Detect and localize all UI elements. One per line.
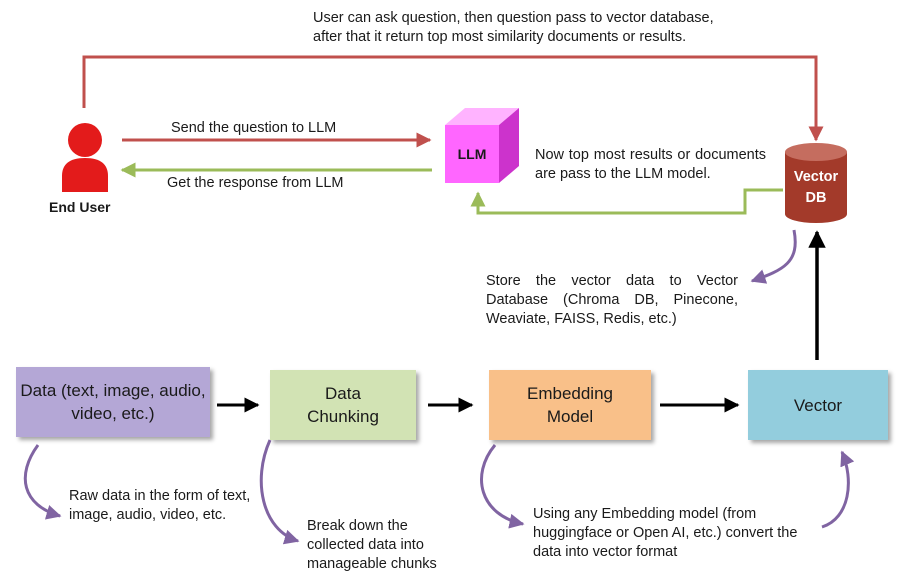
- end-user-label: End User: [49, 199, 111, 215]
- store-note: Store the vector data to Vector Database…: [486, 273, 738, 327]
- data-chunking-box: Data Chunking: [270, 370, 416, 440]
- vector-db-label: Vector DB: [785, 167, 847, 209]
- data-box: Data (text, image, audio, video, etc.): [16, 367, 210, 437]
- vector-note-arrow: [821, 450, 855, 529]
- raw-data-note: Raw data in the form of text, image, aud…: [69, 488, 251, 523]
- top-note-line-1: User can ask question, then question pas…: [313, 10, 714, 26]
- send-question-label: Send the question to LLM: [171, 120, 337, 136]
- database-icon: [785, 143, 847, 223]
- embedding-note-arrow: [480, 444, 525, 529]
- user-icon: [62, 123, 108, 192]
- raw-data-note-arrow: [23, 444, 62, 520]
- embedding-note: Using any Embedding model (from huggingf…: [533, 506, 798, 560]
- top-note-line-2: after that it return top most similarity…: [313, 29, 687, 45]
- embedding-model-box: Embedding Model: [489, 370, 651, 440]
- cube-icon: [445, 108, 519, 183]
- chunking-note: Break down the collected data into manag…: [307, 518, 437, 572]
- question-to-db-arrow: [82, 55, 824, 142]
- get-response-label: Get the response from LLM: [167, 175, 344, 191]
- vector-db-label-line-2: DB: [805, 190, 827, 206]
- db-to-llm-arrow: [470, 188, 783, 215]
- chunking-note-arrow: [259, 439, 300, 545]
- vector-db-label-line-1: Vector: [793, 169, 839, 185]
- vector-box: Vector: [748, 370, 888, 440]
- llm-note: Now top most results or documents are pa…: [535, 147, 766, 182]
- top-note: User can ask question, then question pas…: [313, 9, 793, 47]
- llm-label: LLM: [457, 146, 487, 162]
- store-note-arrow: [750, 229, 797, 284]
